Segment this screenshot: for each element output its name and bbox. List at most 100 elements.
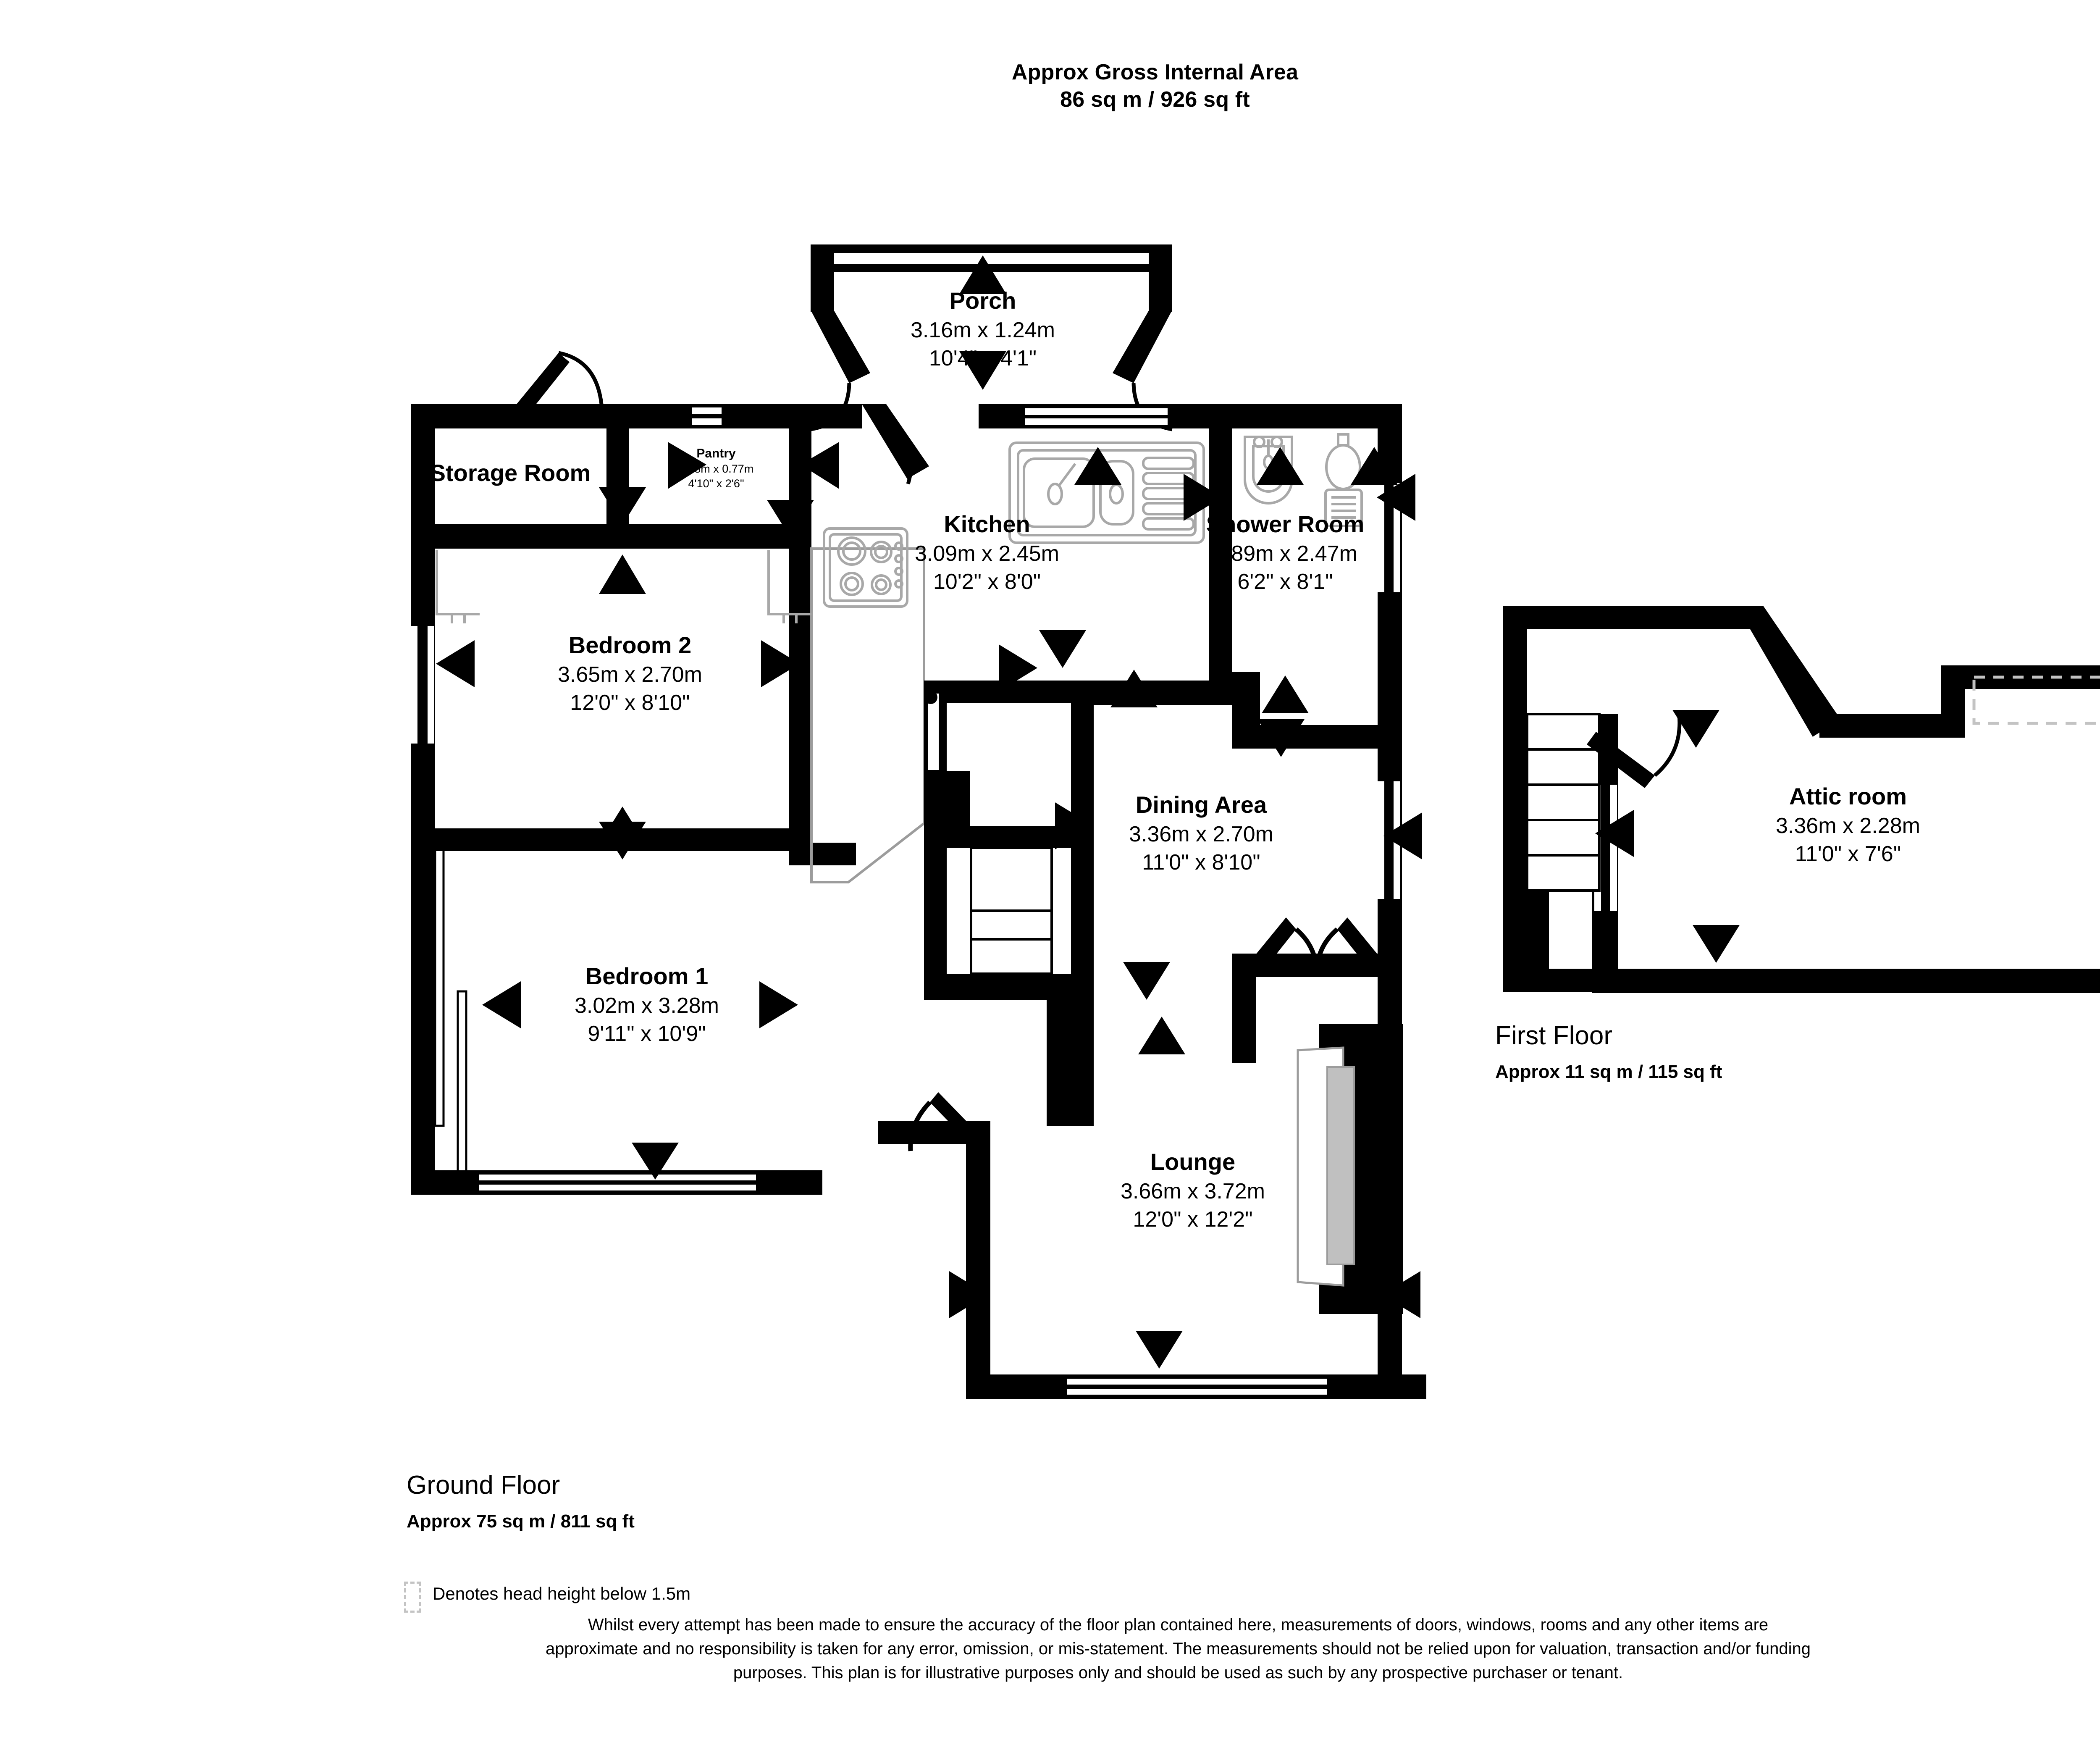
hob-burner-3-outer (840, 572, 864, 596)
ground-floor-title: Ground Floor (407, 1471, 560, 1500)
french-door-leaf-left (1256, 917, 1296, 966)
wall-stair-block (924, 771, 970, 826)
dining-area-name: Dining Area (1135, 791, 1267, 818)
wall-shower-bottom (1232, 725, 1402, 749)
attic-stair-step-5 (1526, 854, 1601, 892)
wall-storage-bottom (411, 524, 811, 549)
sink-plughole-small (1109, 484, 1124, 505)
attic-stair-step-3 (1526, 783, 1601, 821)
wc-cistern (1324, 489, 1363, 527)
porch-wall-right-angle (1113, 310, 1172, 383)
porch-imperial: 10'4" x 4'1" (929, 346, 1037, 371)
pantry-window-pane-1 (692, 407, 722, 414)
marker-shower-bottom (1262, 675, 1309, 713)
storage-room-name: Storage Room (430, 460, 591, 486)
hob-outer (823, 527, 908, 608)
attic-door-swing (1654, 715, 1682, 777)
kitchen-window-pane-2 (1025, 418, 1168, 425)
marker-shower-right (1377, 474, 1415, 521)
bedroom-2-imperial: 12'0" x 8'10" (570, 691, 690, 715)
wc-flush-handle (1337, 433, 1349, 447)
marker-dining-top-right (1257, 719, 1305, 757)
bedroom-2-name: Bedroom 2 (568, 632, 692, 658)
marker-kitchen-left (999, 644, 1037, 691)
marker-hall-left (1055, 802, 1094, 849)
bedroom2-cupboard-left-handles (451, 615, 466, 623)
marker-pantry-right (801, 442, 839, 489)
wall-lounge-door-jamb (878, 1121, 968, 1144)
fireplace-hearth (1326, 1066, 1355, 1265)
bedroom1-bottom-window-1 (479, 1175, 756, 1180)
wall-lounge-left (966, 1121, 990, 1399)
shower-room-fixtures (1244, 433, 1363, 527)
wall-top-left (411, 404, 629, 428)
marker-dining-top-left (1110, 670, 1158, 707)
attic-stair-step-4 (1526, 819, 1601, 857)
marker-bedroom2-right (761, 640, 800, 687)
dining-area-metric: 3.36m x 2.70m (1129, 822, 1273, 846)
room-label-storage-room: Storage Room (420, 458, 601, 489)
marker-porch-top (959, 255, 1006, 294)
marker-kitchen-sink (1074, 447, 1121, 485)
gia-line-2: 86 sq m / 926 sq ft (1060, 87, 1250, 112)
ground-floor-staircase (924, 691, 1053, 975)
ground-floor-plan (411, 244, 1426, 1399)
bedroom-1-name: Bedroom 1 (585, 963, 709, 989)
marker-shower-top-left (1257, 447, 1304, 485)
porch-name: Porch (949, 287, 1016, 314)
wall-bottom-bedroom1 (411, 1170, 822, 1195)
bedroom1-window-pane-1 (434, 839, 445, 1127)
marker-lounge-left (949, 1271, 988, 1318)
marker-dining-right (1383, 812, 1422, 859)
marker-bedroom1-right (759, 981, 798, 1028)
dining-area-imperial: 11'0" x 8'10" (1142, 850, 1260, 875)
room-label-bedroom-2: Bedroom 2 3.65m x 2.70m 12'0" x 8'10" (470, 630, 790, 717)
kitchen-imperial: 10'2" x 8'0" (933, 570, 1041, 594)
head-height-legend-label: Denotes head height below 1.5m (433, 1584, 691, 1603)
bedroom1-bottom-window-2 (479, 1185, 756, 1190)
marker-dining-bottom (1123, 962, 1170, 1000)
attic-door-leaf (1587, 732, 1655, 788)
kitchen-name: Kitchen (944, 511, 1030, 537)
marker-pantry-bottom (767, 500, 814, 538)
bedroom-2-metric: 3.65m x 2.70m (558, 662, 702, 687)
pantry-window-pane-2 (692, 418, 722, 425)
bedroom2-cupboard-right-handles (782, 615, 798, 623)
shower-room-name: Shower Room (1206, 511, 1365, 537)
first-floor-area: Approx 11 sq m / 115 sq ft (1495, 1062, 1722, 1082)
wall-hall-foot (1047, 1000, 1094, 1126)
first-floor-title: First Floor (1495, 1021, 1612, 1050)
attic-left-window-pane-2 (1610, 785, 1617, 911)
room-label-porch: Porch 3.16m x 1.24m 10'4" x 4'1" (815, 286, 1151, 373)
dining-window-pane-1 (1378, 781, 1384, 899)
door-markers-attic (1595, 710, 1740, 963)
bedroom2-cupboard-left (436, 550, 480, 615)
lounge-imperial: 12'0" x 12'2" (1133, 1207, 1253, 1232)
hob-burner-1-outer (837, 536, 866, 566)
sink-bowl-main (1023, 457, 1095, 528)
marker-attic-left (1595, 810, 1634, 857)
marker-bedroom1-left (482, 981, 521, 1028)
bedroom-1-imperial: 9'11" x 10'9" (588, 1022, 706, 1046)
french-door-leaf-right (1337, 917, 1378, 966)
stair-step-1 (970, 846, 1053, 912)
wall-hall-angle (862, 404, 929, 479)
porch-wall-right-jamb (1149, 244, 1172, 312)
pantry-metric: 1.48m x 0.77m (678, 462, 754, 475)
hob-knob-2 (894, 554, 903, 563)
marker-bedroom1-bottom (632, 1143, 679, 1180)
marker-lounge-top (1138, 1017, 1185, 1054)
gross-internal-area-header: Approx Gross Internal Area 86 sq m / 926… (798, 59, 1512, 113)
bedroom2-window-pane-1 (411, 626, 417, 744)
porch-wall-left-angle (811, 310, 870, 383)
sink-tap (1057, 463, 1076, 487)
wall-hall-top (924, 681, 1071, 703)
kitchen-metric: 3.09m x 2.45m (915, 541, 1059, 566)
wall-outer-left (411, 404, 435, 1195)
gia-line-1: Approx Gross Internal Area (1011, 60, 1299, 84)
wall-bedroom2-right (789, 549, 811, 843)
pantry-imperial: 4'10" x 2'6" (688, 477, 744, 490)
marker-pantry-left (668, 442, 706, 489)
room-label-shower-room: Shower Room 1.89m x 2.47m 6'2" x 8'1" (1117, 509, 1453, 597)
